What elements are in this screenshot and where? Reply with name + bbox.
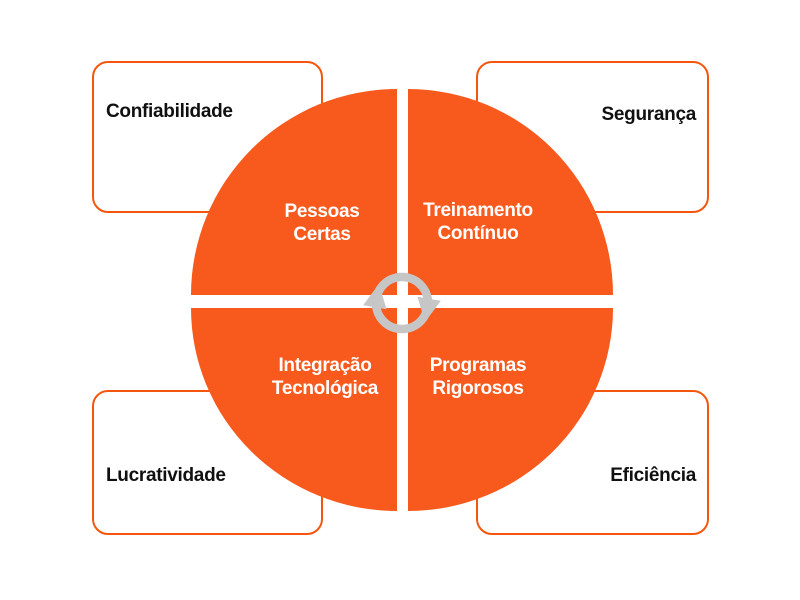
quadrant-label-programas-rigorosos: Programas Rigorosos	[429, 355, 527, 399]
cycle-arrows-icon	[363, 272, 441, 334]
card-label: Eficiência	[610, 465, 696, 486]
quadrant-label-integracao-tecnologica: Integração Tecnológica	[271, 355, 379, 399]
quadrant-label-pessoas-certas: Pessoas Certas	[284, 201, 360, 245]
quadrant-label-treinamento-continuo: Treinamento Contínuo	[423, 200, 533, 244]
card-label: Segurança	[601, 104, 697, 125]
card-label: Confiabilidade	[106, 101, 233, 122]
card-label: Lucratividade	[106, 465, 226, 486]
quadrant-circle: Pessoas Certas Treinamento Contínuo Inte…	[191, 89, 613, 511]
